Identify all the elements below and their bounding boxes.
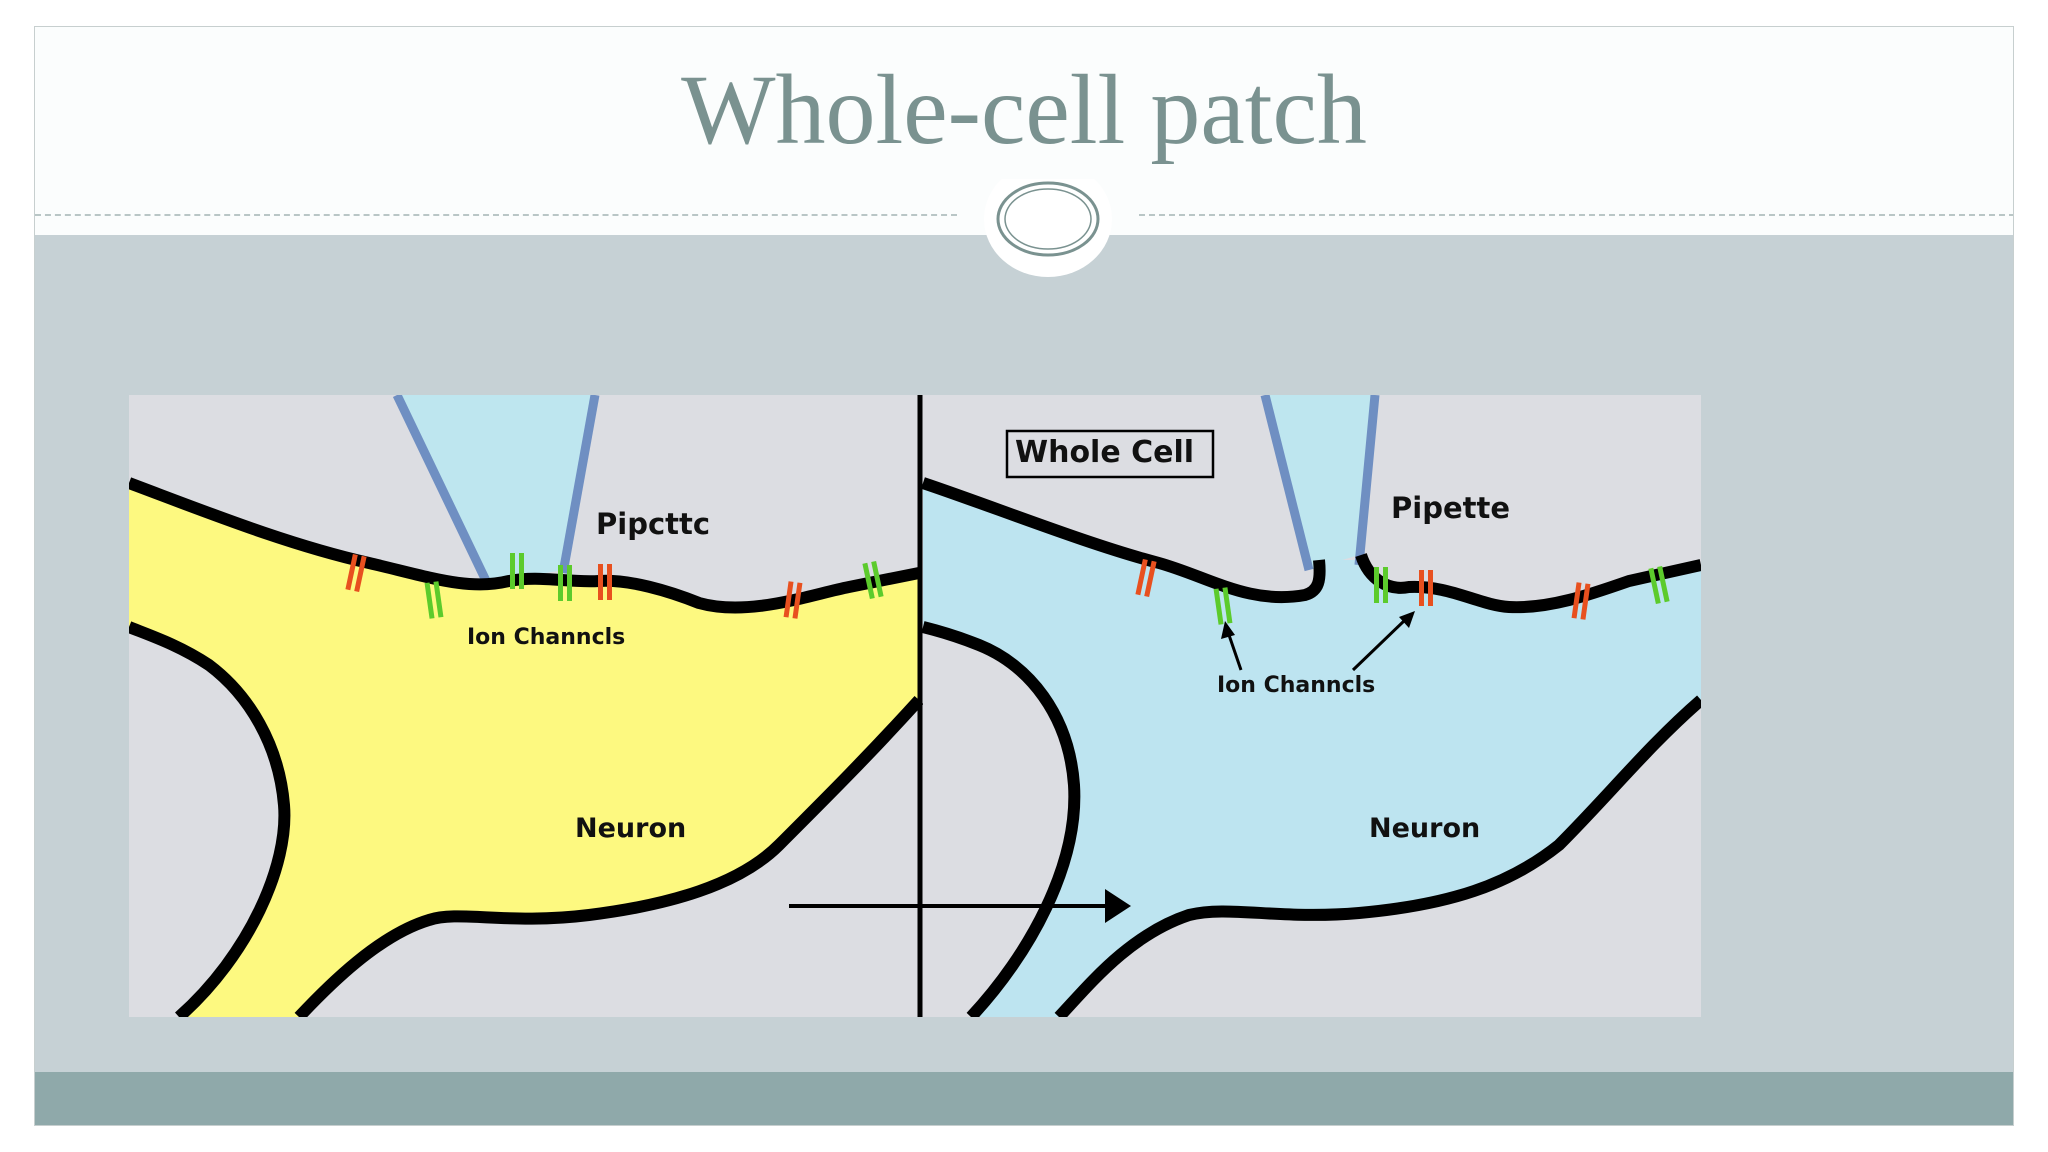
diagram-drawing [129, 395, 1701, 1017]
transition-arrow [789, 889, 1131, 923]
right-pipette-label: Pipette [1391, 491, 1511, 525]
left-ion-channels [345, 553, 884, 619]
footer-band [35, 1072, 2013, 1125]
right-membrane-top-left [921, 477, 1326, 604]
left-pipette-label: Pipcttc [596, 507, 711, 541]
slide-title: Whole-cell patch [681, 54, 1367, 165]
right-panel [921, 395, 1701, 1017]
left-neuron-body [129, 483, 919, 1017]
whole-cell-box [1005, 429, 1215, 479]
whole-cell-label: Whole Cell [1015, 435, 1195, 470]
ion-channel-arrows [1221, 611, 1415, 672]
left-pipette [397, 395, 595, 583]
right-ion-channels [1135, 558, 1670, 625]
left-neuron-label: Neuron [575, 813, 687, 844]
divider-line-left [35, 214, 957, 216]
divider-line-right [1139, 214, 2013, 216]
whole-cell-diagram: Pipcttc Ion Channcls Neuron Whole Cell P… [129, 395, 1701, 1017]
left-ion-channels-label: Ion Channcls [467, 625, 626, 650]
right-pipette [1265, 395, 1375, 570]
right-membrane-bottom [1054, 695, 1701, 1017]
oval-ornament-icon [984, 179, 1112, 277]
left-panel [129, 395, 924, 1017]
slide: Whole-cell patch [34, 26, 2014, 1126]
left-membrane-top [129, 477, 921, 614]
left-membrane-left [129, 621, 291, 1017]
left-membrane-bottom [294, 695, 924, 1017]
right-ion-channels-label: Ion Channcls [1217, 673, 1376, 698]
right-membrane-left [921, 621, 1081, 1017]
right-neuron-body [923, 483, 1701, 1017]
right-neuron-label: Neuron [1369, 813, 1481, 844]
